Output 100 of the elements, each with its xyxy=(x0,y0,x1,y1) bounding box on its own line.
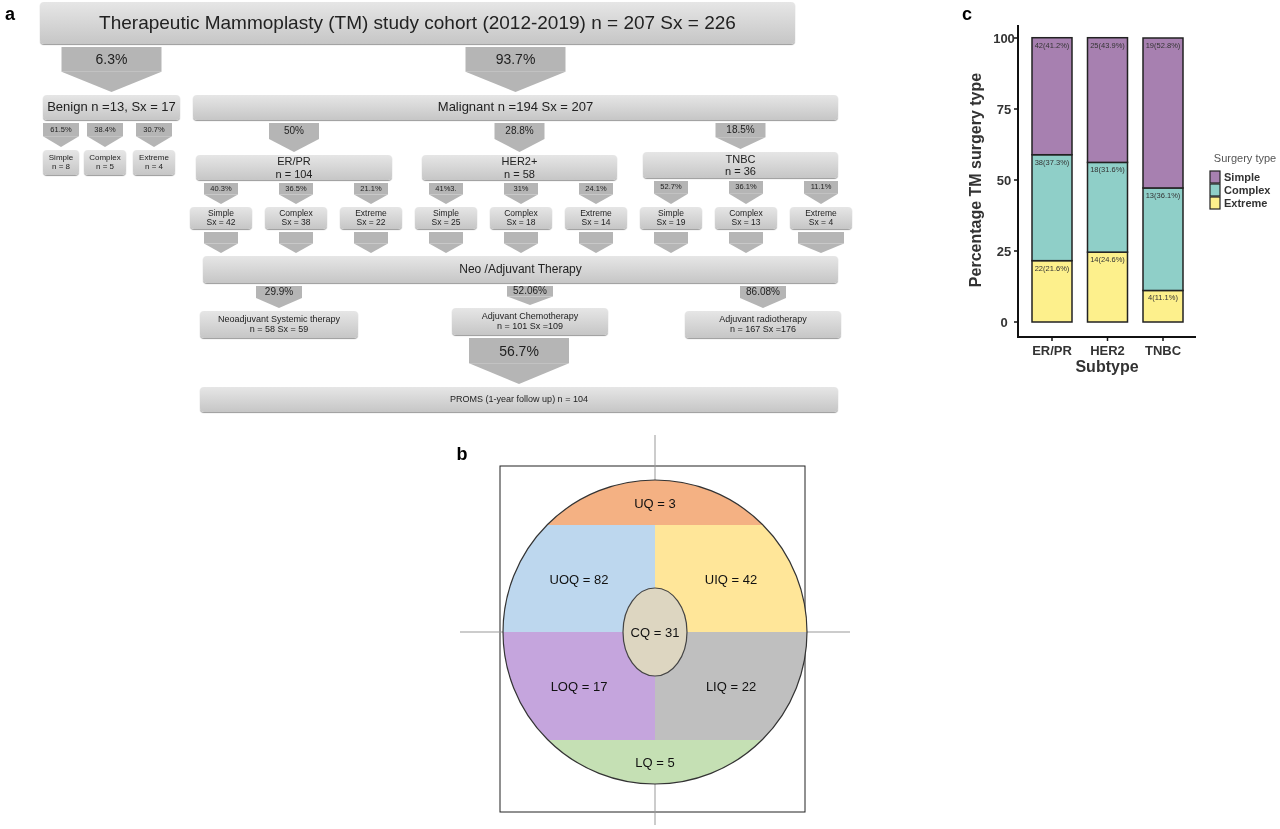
category-label: HER2 xyxy=(1090,343,1125,357)
region-label: LOQ = 17 xyxy=(550,678,608,694)
tick-label: 100 xyxy=(993,31,1015,45)
chevron-arrow xyxy=(740,286,786,308)
flow-box xyxy=(715,207,777,229)
panel-letter: b xyxy=(456,445,468,463)
legend-label: Extreme xyxy=(1224,197,1268,209)
tick-label: 25 xyxy=(996,244,1012,258)
box-label: Extreme xyxy=(805,208,837,218)
box-label: n = 58 xyxy=(504,167,535,180)
box-label: Complex xyxy=(279,208,313,218)
region-label: LQ = 5 xyxy=(635,754,675,770)
box-label: Extreme xyxy=(355,208,387,218)
region-label: CQ = 31 xyxy=(630,624,680,640)
chevron-arrow xyxy=(136,123,172,147)
box-label: Sx = 19 xyxy=(656,218,686,228)
edge-label: 93.7% xyxy=(495,52,536,67)
box-label: Adjuvant radiotherapy xyxy=(719,314,807,325)
chevron-arrow xyxy=(465,47,566,92)
flow-box xyxy=(452,308,608,335)
chevron-arrow xyxy=(504,232,538,253)
tick-label: 75 xyxy=(996,102,1012,116)
edge-label: 50% xyxy=(284,125,304,136)
box-label: Malignant n =194 Sx = 207 xyxy=(437,100,594,115)
box-label: Complex xyxy=(89,153,121,163)
box-label: Adjuvant Chemotherapy xyxy=(481,311,579,322)
box-label: PROMS (1-year follow up) n = 104 xyxy=(450,394,588,405)
flow-box xyxy=(340,207,402,229)
box-label: Sx = 4 xyxy=(808,218,834,228)
edge-label: 86.08% xyxy=(746,287,780,298)
legend-label: Complex xyxy=(1224,184,1271,196)
box-label: Extreme xyxy=(139,153,169,163)
chevron-arrow xyxy=(494,123,545,152)
box-label: Sx = 38 xyxy=(281,218,311,228)
box-label: Sx = 14 xyxy=(581,218,611,228)
box-label: n = 167 Sx =176 xyxy=(729,324,797,335)
box-label: Complex xyxy=(729,208,763,218)
flow-box xyxy=(203,256,838,283)
flow-box xyxy=(43,95,180,120)
edge-label: 18.5% xyxy=(726,125,755,136)
flow-box xyxy=(640,207,702,229)
box-label: ER/PR xyxy=(277,155,311,168)
tick-label: 0 xyxy=(1000,315,1008,329)
chevron-arrow xyxy=(279,183,313,204)
legend-title: Surgery type xyxy=(1213,152,1277,164)
flow-box xyxy=(193,95,838,120)
chevron-arrow xyxy=(87,123,123,147)
edge-label: 52.06% xyxy=(513,286,547,297)
flow-box xyxy=(43,150,79,175)
flow-box xyxy=(422,155,617,180)
flow-box xyxy=(190,207,252,229)
box-label: Sx = 18 xyxy=(506,218,536,228)
category-label: ER/PR xyxy=(1032,343,1072,357)
box-label: Sx = 25 xyxy=(431,218,461,228)
category-label: TNBC xyxy=(1144,343,1182,357)
chevron-arrow xyxy=(204,232,238,253)
chevron-arrow xyxy=(729,181,763,204)
region-label: UQ = 3 xyxy=(634,495,676,510)
box-label: n = 4 xyxy=(145,162,163,172)
panel-letter: a xyxy=(5,5,15,23)
chevron-arrow xyxy=(204,183,238,204)
box-label: Simple xyxy=(433,208,459,218)
box-label: n = 8 xyxy=(52,162,70,172)
chevron-arrow xyxy=(798,232,844,253)
flow-box xyxy=(40,2,795,44)
chevron-arrow xyxy=(654,181,688,204)
flow-box xyxy=(490,207,552,229)
flow-box xyxy=(196,155,392,180)
axis-title: Subtype xyxy=(1075,359,1139,375)
flow-box xyxy=(685,311,841,338)
axis-title: Percentage TM surgery type xyxy=(968,72,984,288)
chevron-arrow xyxy=(654,232,688,253)
box-label: TNBC xyxy=(725,152,756,165)
box-label: Simple xyxy=(658,208,684,218)
flow-box xyxy=(200,387,838,412)
box-label: Simple xyxy=(208,208,234,218)
flow-box xyxy=(643,152,838,178)
flow-box xyxy=(415,207,477,229)
flow-box xyxy=(200,311,358,338)
flow-box xyxy=(84,150,126,175)
edge-label: 29.9% xyxy=(264,287,294,298)
region-label: UOQ = 82 xyxy=(549,571,609,586)
chevron-arrow xyxy=(715,123,766,149)
edge-label: 28.8% xyxy=(505,125,534,136)
chevron-arrow xyxy=(354,232,388,253)
chevron-arrow xyxy=(729,232,763,253)
chevron-arrow xyxy=(507,286,553,305)
box-label: Sx = 42 xyxy=(206,218,236,228)
chevron-arrow xyxy=(579,183,613,204)
region-label: UIQ = 42 xyxy=(704,571,758,586)
box-label: n = 36 xyxy=(725,165,756,178)
chevron-arrow xyxy=(279,232,313,253)
region-label: LIQ = 22 xyxy=(705,678,757,694)
flow-box xyxy=(565,207,627,229)
box-label: Sx = 13 xyxy=(731,218,761,228)
panel-letter: c xyxy=(962,5,972,23)
box-label: Extreme xyxy=(580,208,612,218)
chevron-arrow xyxy=(354,183,388,204)
flow-box xyxy=(133,150,175,175)
box-label: Sx = 22 xyxy=(356,218,386,228)
